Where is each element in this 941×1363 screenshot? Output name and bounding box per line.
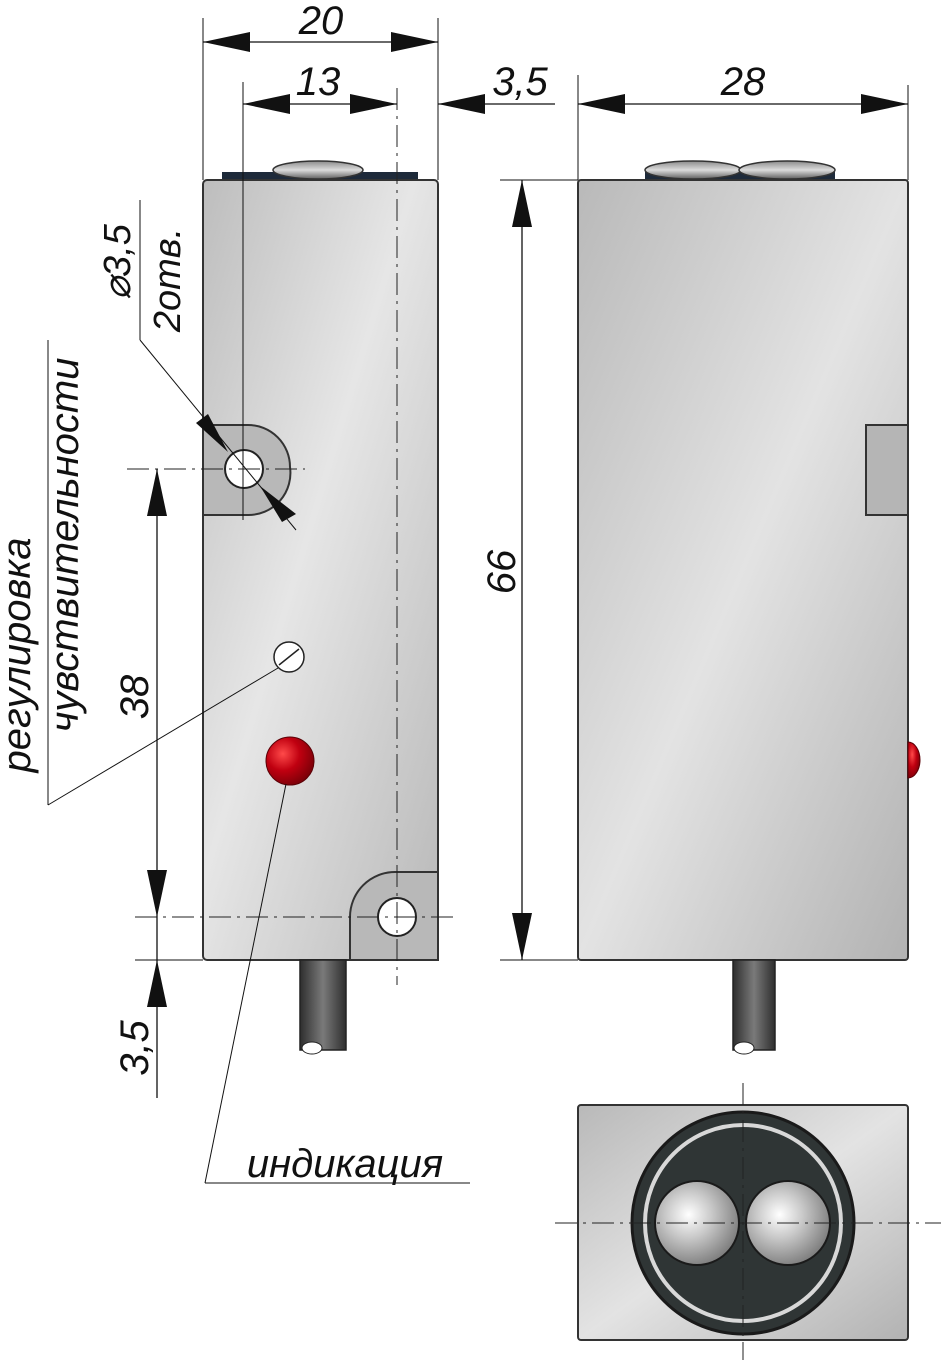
top-face-view xyxy=(555,1083,941,1360)
dim-width-total: 20 xyxy=(298,0,344,43)
front-body xyxy=(202,179,439,961)
side-view xyxy=(577,160,921,1055)
dim-hole-vertical: 38 xyxy=(113,674,157,719)
dim-depth: 28 xyxy=(720,60,766,104)
dim-bottom-offset: 3,5 xyxy=(113,1019,157,1075)
label-indication: индикация xyxy=(247,1142,443,1186)
side-body xyxy=(577,179,909,961)
dimension-lines xyxy=(47,18,909,1184)
dim-hole-count: 2отв. xyxy=(147,228,189,333)
side-lens-cap-right xyxy=(738,160,836,180)
dim-hole-spacing: 13 xyxy=(296,60,341,104)
side-cable xyxy=(732,959,776,1051)
dim-hole-diameter: ⌀3,5 xyxy=(97,223,139,300)
label-sensitivity-line2: чувствительности xyxy=(43,358,87,733)
front-lens-cap xyxy=(272,160,364,180)
side-lens-cap-left xyxy=(644,160,742,180)
indicator-led xyxy=(265,736,315,786)
front-view xyxy=(202,160,439,1055)
side-mounting-tab xyxy=(865,424,909,516)
front-cable xyxy=(299,959,347,1051)
dim-side-offset: 3,5 xyxy=(492,60,548,104)
label-sensitivity-line1: регулировка xyxy=(0,537,39,773)
dim-height: 66 xyxy=(480,549,524,594)
side-led-bump xyxy=(907,741,921,779)
